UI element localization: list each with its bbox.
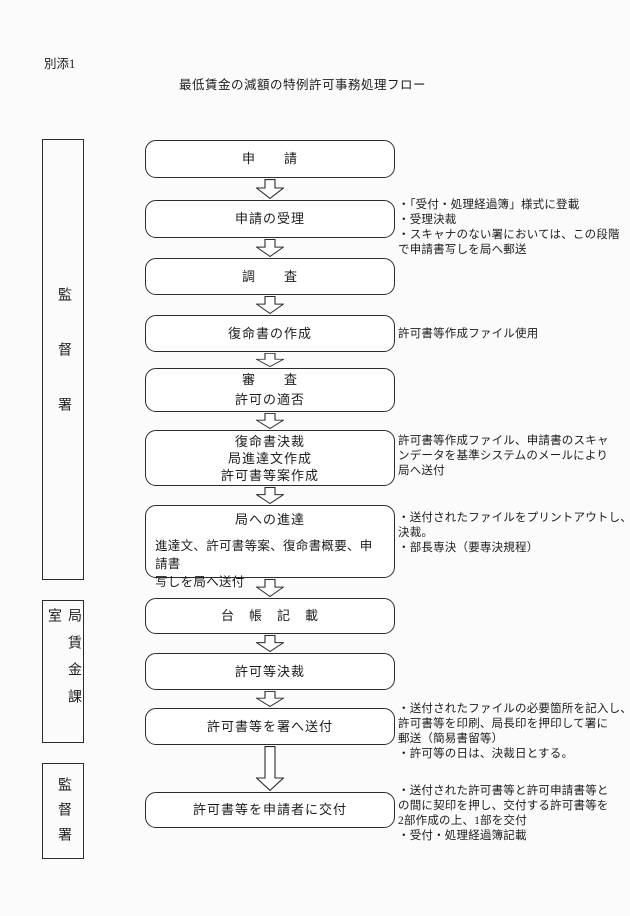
flow-box-label: 局進達文作成 — [227, 450, 312, 466]
flow-box-investigation: 調 査 — [145, 258, 395, 295]
down-arrow-icon — [256, 579, 284, 597]
flow-box-deliver-to-applicant: 許可書等を申請者に交付 — [145, 792, 395, 828]
down-arrow-icon — [256, 413, 284, 429]
annotation-report-file-note: 許可書等作成ファイル使用 — [398, 328, 539, 340]
lane-label: 監督署 — [56, 287, 71, 452]
lane-box-kantokusho-bottom: 監督署 — [42, 763, 84, 859]
flow-box-application-acceptance: 申請の受理 — [145, 200, 395, 238]
down-arrow-long-icon — [256, 746, 284, 791]
flow-box-detail: 進達文、許可書等案、復命書概要、申請書 写しを局へ送付 — [155, 539, 373, 589]
flow-box-forward-to-bureau: 局への進達 進達文、許可書等案、復命書概要、申請書 写しを局へ送付 — [145, 505, 395, 589]
flow-box-label: 復命書の作成 — [227, 325, 312, 341]
down-arrow-icon — [256, 691, 284, 707]
down-arrow-icon — [256, 179, 284, 199]
flow-box-permission-approval: 許可等決裁 — [145, 653, 395, 690]
attachment-label: 別添1 — [44, 57, 76, 71]
annotation-delivery-note: ・送付された許可書等と許可申請書等と の間に契印を押し、交付する許可書等を 2部… — [398, 785, 609, 842]
lane-box-kantokusho-top: 監督署 — [42, 139, 84, 580]
page-title: 最低賃金の減額の特例許可事務処理フロー — [178, 78, 426, 92]
flow-box-label: 復命書決裁 — [234, 433, 305, 449]
flow-box-label: 台 帳 記 載 — [220, 608, 319, 623]
flow-box-report-preparation: 復命書の作成 — [145, 315, 395, 352]
flow-box-label: 審 査 — [241, 372, 298, 387]
down-arrow-icon — [256, 239, 284, 257]
flow-box-label: 許可書等を署へ送付 — [206, 718, 333, 734]
down-arrow-icon — [256, 296, 284, 314]
lane-box-kyoku-chingin-kashitsu: 局賃金課室 — [42, 600, 84, 743]
annotation-printout-note: ・送付されたファイルをプリントアウトし、 決裁。 ・部長専決（要専決規程） — [398, 512, 630, 554]
flow-box-examination: 審 査 許可の適否 — [145, 368, 395, 412]
flow-box-report-approval: 復命書決裁 局進達文作成 許可書等案作成 — [145, 430, 395, 486]
down-arrow-icon — [256, 635, 284, 652]
flow-box-send-to-office: 許可書等を署へ送付 — [145, 708, 395, 745]
flow-box-label: 許可書等案作成 — [220, 467, 319, 483]
flow-box-label: 許可書等を申請者に交付 — [192, 802, 347, 817]
flow-box-application: 申 請 — [145, 140, 395, 178]
flow-box-label: 許可の適否 — [234, 392, 305, 407]
down-arrow-icon — [256, 487, 284, 504]
flow-box-label: 調 査 — [241, 268, 298, 284]
flow-box-label: 許可等決裁 — [234, 663, 305, 679]
flow-box-ledger-entry: 台 帳 記 載 — [145, 598, 395, 634]
annotation-acceptance-note: ・「受付・処理経過簿」様式に登載 ・受理決裁 ・スキャナのない署においては、この… — [398, 199, 620, 256]
annotation-mailing-note: ・送付されたファイルの必要箇所を記入し、 許可書等を印刷、局長印を押印して署に … — [398, 703, 630, 760]
flow-box-label: 申請の受理 — [234, 211, 305, 226]
annotation-scan-data-note: 許可書等作成ファイル、申請書のスキャ ンデータを基準システムのメールにより 局へ… — [398, 435, 609, 477]
flow-box-label: 局への進達 — [234, 512, 305, 527]
lane-label: 局賃金課室 — [46, 608, 81, 716]
lane-label: 監督署 — [56, 776, 71, 852]
down-arrow-icon — [256, 353, 284, 367]
flow-box-label: 申 請 — [241, 151, 298, 166]
